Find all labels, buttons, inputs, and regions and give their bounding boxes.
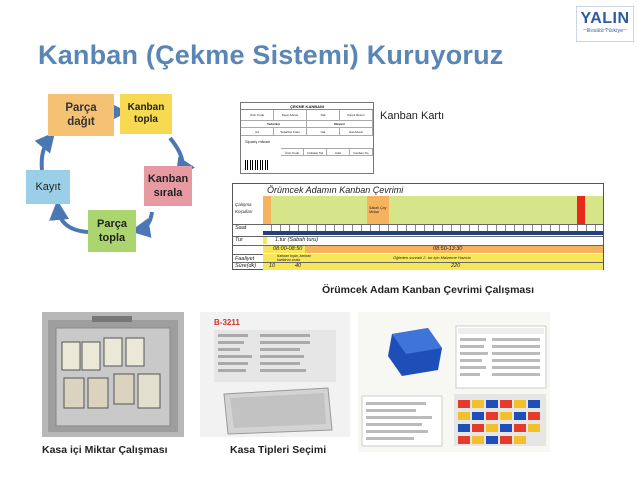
cycle-node-parca-dagit: Parça dağıt xyxy=(48,94,114,136)
activity-band xyxy=(263,254,603,262)
label-calisma: Çalışma xyxy=(235,202,252,207)
time2-cell xyxy=(305,246,603,253)
arrow-sirala-to-parcatopla xyxy=(130,211,154,238)
spider-cycle-table: Örümcek Adamın Kanban Çevrimi Çalışma Ko… xyxy=(232,183,604,270)
slide-title: Kanban (Çekme Sistemi) Kuruyoruz xyxy=(38,40,504,70)
barcode-icon xyxy=(245,160,269,170)
yalin-logo: YALIN Enstitü Türkiye xyxy=(576,6,634,42)
break-label: Sabah Çay Molası xyxy=(369,206,387,214)
node-label-line1: Kanban xyxy=(147,173,189,185)
label-faaliyet: Faaliyet xyxy=(235,256,255,262)
kanban-card: ÇEKME KANBANI Ürün Kodu Depo Adresi Raf … xyxy=(240,102,374,174)
box-type-spec: B-3211 xyxy=(200,312,350,437)
conditions-band xyxy=(263,196,603,224)
tur-marker xyxy=(263,237,267,244)
label-tur: Tur xyxy=(235,237,243,243)
spider-caption: Örümcek Adam Kanban Çevrimi Çalışması xyxy=(322,284,535,296)
node-label-line1: Parça xyxy=(97,218,127,230)
node-label-line2: topla xyxy=(98,232,126,244)
conditions-start-marker xyxy=(263,196,271,224)
product-code: B-3211 xyxy=(214,318,240,327)
label-saat: Saat xyxy=(235,225,247,231)
kc-section-customer: Müşteri xyxy=(307,121,373,127)
bin-rack-icon xyxy=(454,394,546,446)
time1-cell xyxy=(263,246,305,253)
activity2-text: Öğleden sonraki 2. tur için Malzeme Hazı… xyxy=(393,255,471,260)
grid-line xyxy=(233,262,603,263)
cycle-node-kanban-sirala: Kanban sırala xyxy=(144,166,192,206)
kanban-card-row1: Ürün Kodu Depo Adresi Raf Parça Resmi xyxy=(241,110,373,121)
duration-band xyxy=(263,263,603,270)
kanban-card-row2: Ad Tedarikçi Kodu Hat Hat Adresi xyxy=(241,128,373,136)
time-scale-bar xyxy=(263,231,603,235)
kc-cell: Ad xyxy=(241,128,274,135)
kanban-card-caption: Kanban Kartı xyxy=(380,110,445,122)
kanban-card-header: ÇEKME KANBANI xyxy=(241,103,373,110)
logo-divider xyxy=(583,29,627,30)
crate-caption: Kasa içi Miktar Çalışması xyxy=(42,444,168,456)
kanban-card-sections: Tedarikçi Müşteri xyxy=(241,121,373,128)
cycle-node-parca-topla: Parça topla xyxy=(88,210,136,252)
crate-photo xyxy=(42,312,184,437)
kanban-card-row3: Ürün Kodu Ambalaj Tipi Adet Kanban No xyxy=(281,148,373,156)
bins-collage xyxy=(358,312,550,452)
grid-line xyxy=(233,245,603,246)
sure1-text: 10 xyxy=(269,263,276,269)
kc-cell: Depo Adresi xyxy=(274,110,307,120)
box-spec-image-icon: B-3211 xyxy=(200,312,350,437)
cycle-node-kayit: Kayıt xyxy=(26,170,70,204)
hour-ruler xyxy=(263,225,603,231)
logo-tagline: Enstitü Türkiye xyxy=(586,28,624,34)
tur-text: 1.tur (Sabah turu) xyxy=(275,237,319,243)
kc-stock-label: Sipariş miktarı xyxy=(245,139,271,144)
kc-cell: Ambalaj Tipi xyxy=(304,149,327,155)
kc-cell: Kanban No xyxy=(350,149,373,155)
logo-name: YALIN xyxy=(580,10,630,27)
node-label-line2: sırala xyxy=(153,187,183,199)
grid-line xyxy=(233,236,603,237)
grid-line xyxy=(233,224,603,225)
kc-cell: Hat Adresi xyxy=(340,128,373,135)
label-sure: Süre(dk) xyxy=(235,263,257,269)
label-kosullari: Koşulları xyxy=(235,209,253,214)
bins-image-icon xyxy=(358,312,550,452)
node-label-line2: dağıt xyxy=(67,116,95,128)
lunch-cell xyxy=(577,196,585,224)
time1-text: 08:00-08:50 xyxy=(273,246,303,252)
break-cell xyxy=(367,196,389,224)
kc-cell: Parça Resmi xyxy=(340,110,373,120)
kc-cell: Tedarikçi Kodu xyxy=(274,128,307,135)
kc-cell: Ürün Kodu xyxy=(281,149,304,155)
node-label-line1: Kanban xyxy=(127,102,165,113)
arrow-parcatopla-to-kayit xyxy=(49,200,89,234)
node-label-line2: topla xyxy=(134,114,158,125)
kc-cell: Raf xyxy=(307,110,340,120)
activity1-text: Kanban topla, kanban kartlarını sırala xyxy=(277,254,312,262)
time2-text: 08:50-13:30 xyxy=(433,246,463,252)
node-label-line1: Parça xyxy=(65,102,97,114)
kc-cell: Hat xyxy=(307,128,340,135)
spider-table-title: Örümcek Adamın Kanban Çevrimi xyxy=(267,185,404,195)
kc-section-supplier: Tedarikçi xyxy=(241,121,307,127)
crate-image-icon xyxy=(42,312,184,437)
sure3-text: 220 xyxy=(451,263,461,269)
arrow-kayit-to-dagit xyxy=(34,131,56,171)
kc-cell: Ürün Kodu xyxy=(241,110,274,120)
box-type-caption: Kasa Tipleri Seçimi xyxy=(230,444,327,456)
node-label: Kayıt xyxy=(35,181,61,193)
kc-cell: Adet xyxy=(327,149,350,155)
sure2-text: 40 xyxy=(295,263,302,269)
